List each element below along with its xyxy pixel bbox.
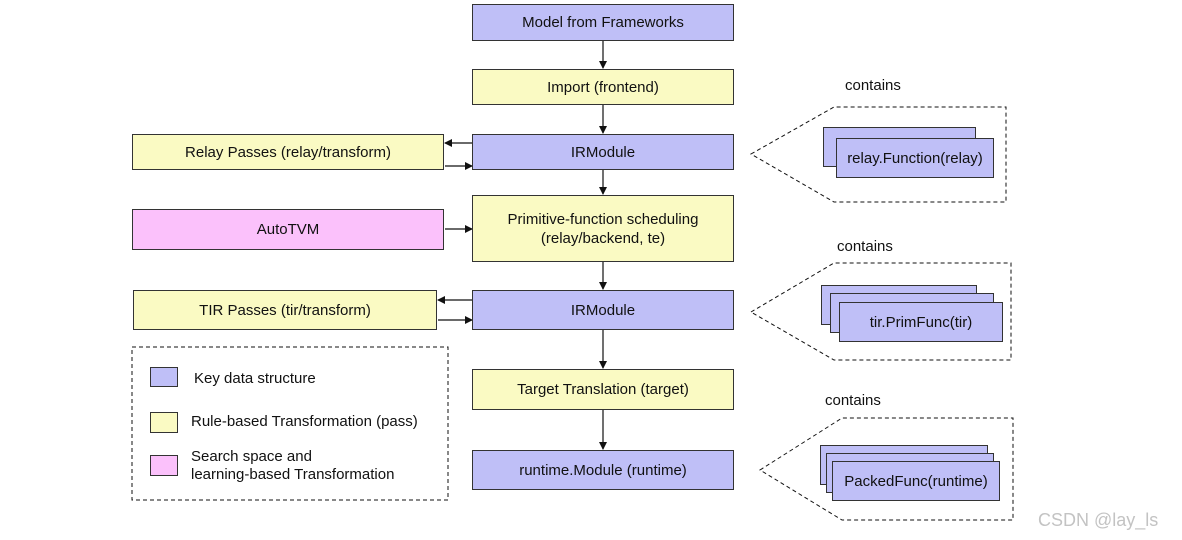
legend-rule-based-label: Rule-based Transformation (pass): [191, 413, 418, 430]
relay-function-node: relay.Function(relay): [836, 138, 994, 178]
legend-search-line2: learning-based Transformation: [191, 466, 395, 483]
relay-passes-label: Relay Passes (relay/transform): [185, 143, 391, 161]
autotvm-label: AutoTVM: [256, 221, 320, 238]
autotvm-node: AutoTVM: [132, 209, 444, 250]
primitive-scheduling-line2: (relay/backend, te): [540, 229, 666, 247]
legend-search-label: Search space and learning-based Transfor…: [191, 448, 394, 484]
legend-key-data-label: Key data structure: [194, 370, 316, 387]
irmodule-relay-node: IRModule: [472, 134, 734, 170]
relay-passes-node: Relay Passes (relay/transform): [132, 134, 444, 170]
flow-arrows: [437, 41, 607, 450]
primitive-scheduling-node: Primitive-function scheduling (relay/bac…: [472, 195, 734, 262]
primitive-scheduling-line1: Primitive-function scheduling: [507, 210, 699, 228]
legend-swatch-search: [150, 455, 178, 476]
import-frontend-node: Import (frontend): [472, 69, 734, 105]
irmodule-tir-label: IRModule: [570, 301, 636, 319]
packed-func-node: PackedFunc(runtime): [832, 461, 1000, 501]
runtime-module-node: runtime.Module (runtime): [472, 450, 734, 490]
model-from-frameworks-label: Model from Frameworks: [522, 14, 684, 31]
target-translation-label: Target Translation (target): [517, 381, 689, 398]
legend-search-line1: Search space and: [191, 448, 312, 465]
contains-callouts: [749, 106, 1014, 521]
irmodule-relay-label: IRModule: [570, 143, 636, 161]
relay-function-label: relay.Function(relay): [847, 149, 983, 167]
tir-passes-label: TIR Passes (tir/transform): [199, 301, 371, 319]
contains-label-runtime: contains: [825, 392, 881, 409]
tir-passes-node: TIR Passes (tir/transform): [133, 290, 437, 330]
target-translation-node: Target Translation (target): [472, 369, 734, 410]
import-frontend-label: Import (frontend): [547, 78, 659, 96]
tir-primfunc-label: tir.PrimFunc(tir): [869, 313, 973, 331]
legend-swatch-key-data: [150, 367, 178, 387]
irmodule-tir-node: IRModule: [472, 290, 734, 330]
legend-swatch-rule-based: [150, 412, 178, 433]
runtime-module-label: runtime.Module (runtime): [519, 461, 687, 479]
contains-label-relay: contains: [845, 77, 901, 94]
model-from-frameworks-node: Model from Frameworks: [472, 4, 734, 41]
watermark: CSDN @lay_ls: [1038, 510, 1159, 530]
contains-label-tir: contains: [837, 238, 893, 255]
packed-func-label: PackedFunc(runtime): [844, 472, 988, 490]
tir-primfunc-node: tir.PrimFunc(tir): [839, 302, 1003, 342]
legend-frame: [131, 346, 449, 501]
